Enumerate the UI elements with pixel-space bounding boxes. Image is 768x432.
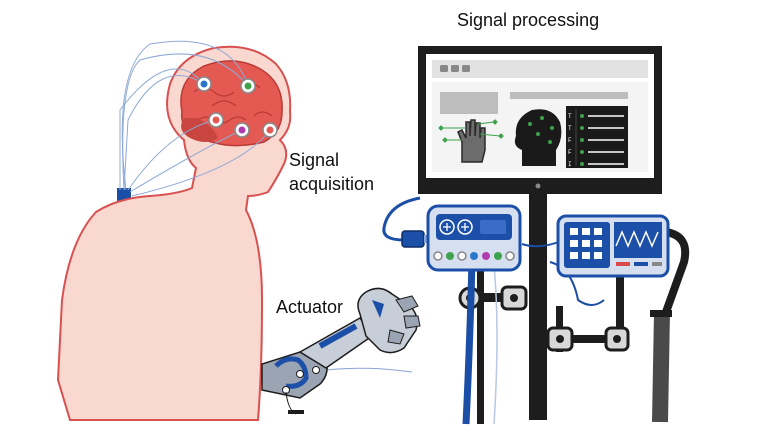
window-dot-icon — [462, 65, 470, 72]
monitor: T T F F I — [418, 46, 662, 420]
signal-acquisition-label-line1: Signal — [289, 150, 340, 170]
robotic-arm — [261, 287, 421, 415]
panel-letter: F — [568, 137, 572, 144]
panel-letter: I — [568, 161, 572, 168]
placeholder-block — [440, 92, 498, 114]
pole-clamp — [546, 326, 574, 352]
cerebellum — [181, 118, 218, 142]
window-dot-icon — [451, 65, 459, 72]
head-icon — [514, 109, 562, 166]
signal-processing-label: Signal processing — [457, 10, 600, 30]
electrode — [240, 78, 256, 94]
placeholder-bar — [510, 92, 628, 99]
electrode — [208, 112, 224, 128]
person — [56, 40, 292, 421]
electrode — [234, 122, 250, 138]
amplifier-device — [426, 204, 522, 272]
window-titlebar — [432, 60, 648, 78]
electrode — [196, 76, 212, 92]
window-dot-icon — [440, 65, 448, 72]
side-panel: T T F F I — [566, 106, 628, 168]
hand-icon — [438, 119, 504, 163]
vga-connector — [401, 230, 430, 248]
monitor-stand — [529, 190, 547, 420]
panel-letter: T — [568, 125, 572, 132]
oscilloscope-device — [556, 214, 670, 278]
monitor-logo-icon — [535, 183, 541, 189]
signal-acquisition-label-line2: acquisition — [289, 174, 375, 194]
panel-letter: T — [568, 113, 572, 120]
electrode — [262, 122, 278, 138]
waveform-icon — [615, 230, 659, 248]
panel-letter: F — [568, 149, 572, 156]
pole-clamp — [500, 285, 528, 311]
electrode-wires — [119, 40, 271, 197]
pole-clamp — [604, 326, 630, 352]
actuator-label: Actuator — [276, 297, 344, 317]
